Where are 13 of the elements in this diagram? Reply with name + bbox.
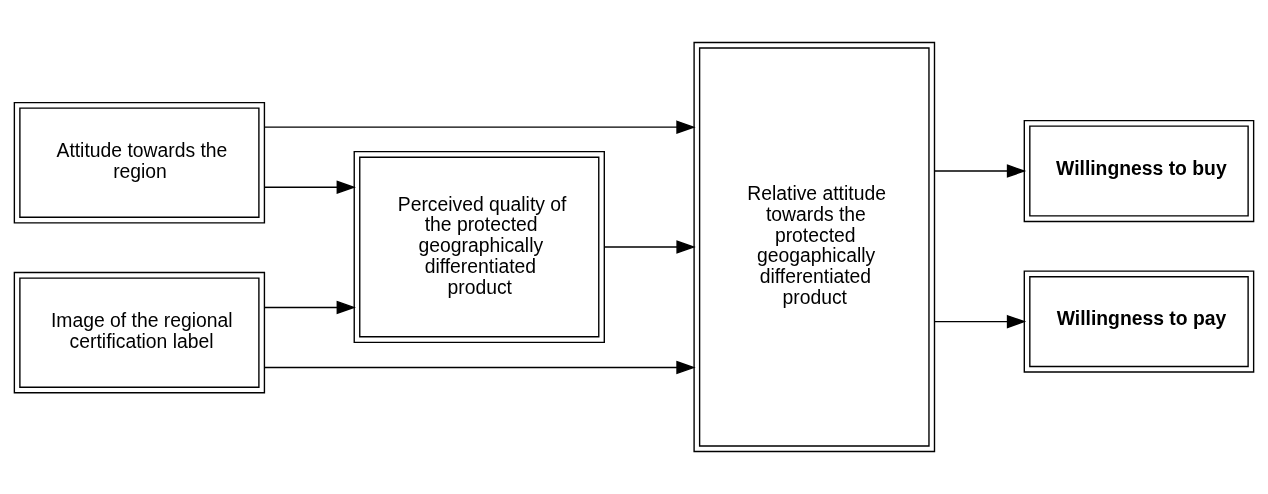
arrow [264, 120, 696, 134]
arrow [934, 314, 1027, 329]
arrow [263, 180, 356, 195]
node-box: Relative attitude towards the protected geogaphically differentiated product [693, 41, 936, 453]
node-box: Willingness to buy [1023, 119, 1255, 223]
arrow [263, 300, 356, 315]
arrow [934, 164, 1027, 178]
node-box: Image of the regional certification label [13, 271, 266, 394]
node-box: Perceived quality of the protected geographically differentiated product [353, 151, 605, 343]
node-box: Attitude towards the region [13, 101, 266, 224]
arrow [603, 240, 696, 254]
arrow [264, 360, 696, 375]
node-box: Willingness to pay [1023, 270, 1255, 373]
